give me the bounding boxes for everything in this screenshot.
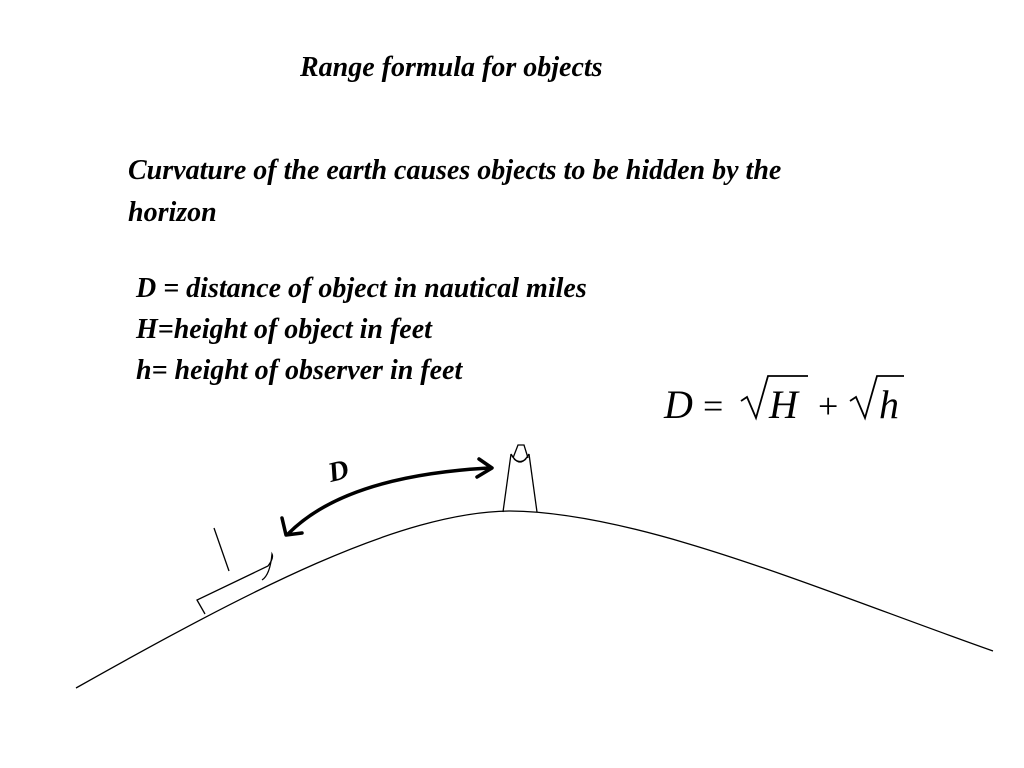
sqrt-symbol-1 [740,375,808,421]
definition-observer-height: h= height of observer in feet [136,355,463,386]
description-text: Curvature of the earth causes objects to… [128,155,782,228]
distance-arrow [280,457,494,537]
definitions-list: D = distance of object in nautical miles… [136,268,587,391]
definition-object-height: H=height of object in feet [136,314,432,345]
slide-title: Range formula for objects [300,52,603,83]
earth-curve [75,510,994,689]
formula-term-2: h [879,382,899,427]
range-formula: D = H + h [663,375,904,427]
lighthouse-icon [502,444,538,513]
ship-icon [196,527,274,615]
formula-term-1: H [768,382,800,427]
formula-plus: + [818,386,838,426]
definition-distance: D = distance of object in nautical miles [136,273,587,304]
distance-label: D [324,454,352,489]
formula-equals: = [703,386,723,426]
formula-lhs: D [663,382,693,427]
sqrt-symbol-2 [849,375,904,421]
